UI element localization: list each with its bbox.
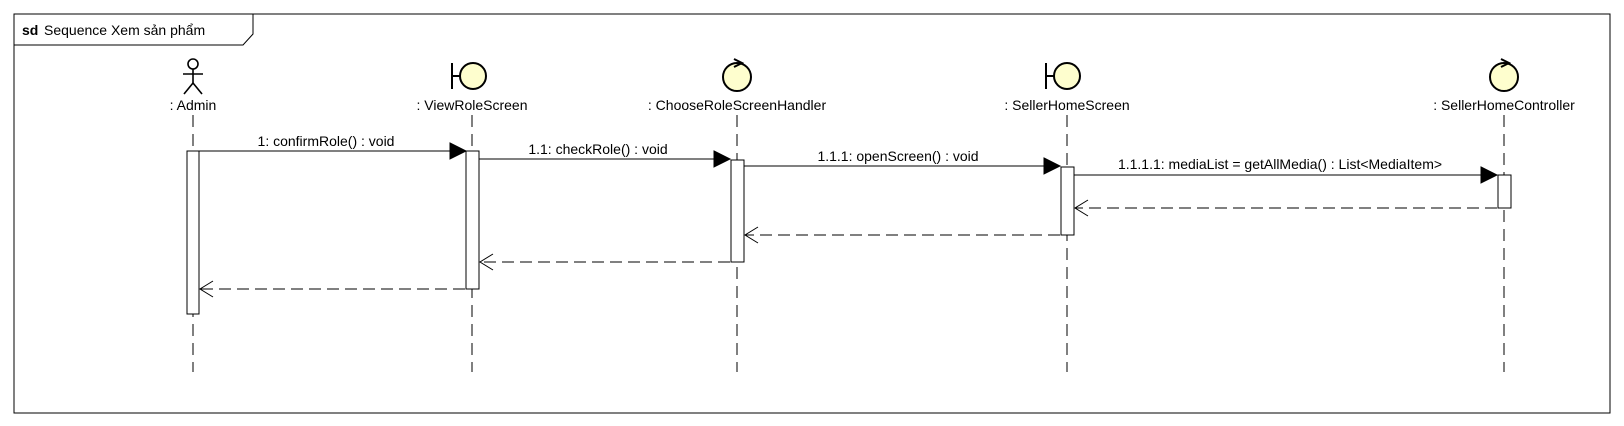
arrowhead bbox=[713, 150, 732, 168]
frame-keyword: sd bbox=[22, 22, 38, 38]
frame-name: Sequence Xem sản phẩm bbox=[44, 22, 205, 38]
message-label: 1.1.1.1: mediaList = getAllMedia() : Lis… bbox=[1118, 156, 1442, 172]
open-arrowhead bbox=[744, 226, 759, 244]
boundary-icon bbox=[451, 62, 487, 90]
arrowhead bbox=[449, 142, 468, 160]
activation-bar-choose-role-handler bbox=[730, 159, 745, 263]
open-arrowhead bbox=[1074, 199, 1089, 217]
message-label: 1.1.1: openScreen() : void bbox=[817, 148, 978, 164]
activation-bar-view-role-screen bbox=[465, 150, 480, 290]
diagram-frame bbox=[13, 13, 1611, 414]
activation-bar-admin bbox=[186, 150, 200, 315]
return-messages bbox=[199, 199, 1497, 298]
participant-label-seller-home-screen: : SellerHomeScreen bbox=[1004, 97, 1129, 113]
activation-bars bbox=[186, 150, 1512, 315]
boundary-icon bbox=[1045, 62, 1081, 90]
message-label: 1: confirmRole() : void bbox=[258, 133, 395, 149]
participant-label-seller-home-controller: : SellerHomeController bbox=[1433, 97, 1575, 113]
arrowhead bbox=[1043, 157, 1062, 175]
frame-title-tab bbox=[13, 13, 254, 46]
control-icon bbox=[722, 58, 752, 92]
message-label: 1.1: checkRole() : void bbox=[528, 141, 667, 157]
participant-label-view-role-screen: : ViewRoleScreen bbox=[416, 97, 527, 113]
activation-bar-seller-home-screen bbox=[1060, 166, 1075, 236]
open-arrowhead bbox=[199, 280, 214, 298]
open-arrowhead bbox=[479, 253, 494, 271]
participant-label-choose-role-handler: : ChooseRoleScreenHandler bbox=[648, 97, 827, 113]
call-messages bbox=[199, 142, 1499, 184]
actor-icon bbox=[183, 58, 203, 95]
arrowhead bbox=[1480, 166, 1499, 184]
participant-label-admin: : Admin bbox=[170, 97, 217, 113]
control-icon bbox=[1489, 58, 1519, 92]
activation-bar-seller-home-controller bbox=[1497, 174, 1512, 209]
